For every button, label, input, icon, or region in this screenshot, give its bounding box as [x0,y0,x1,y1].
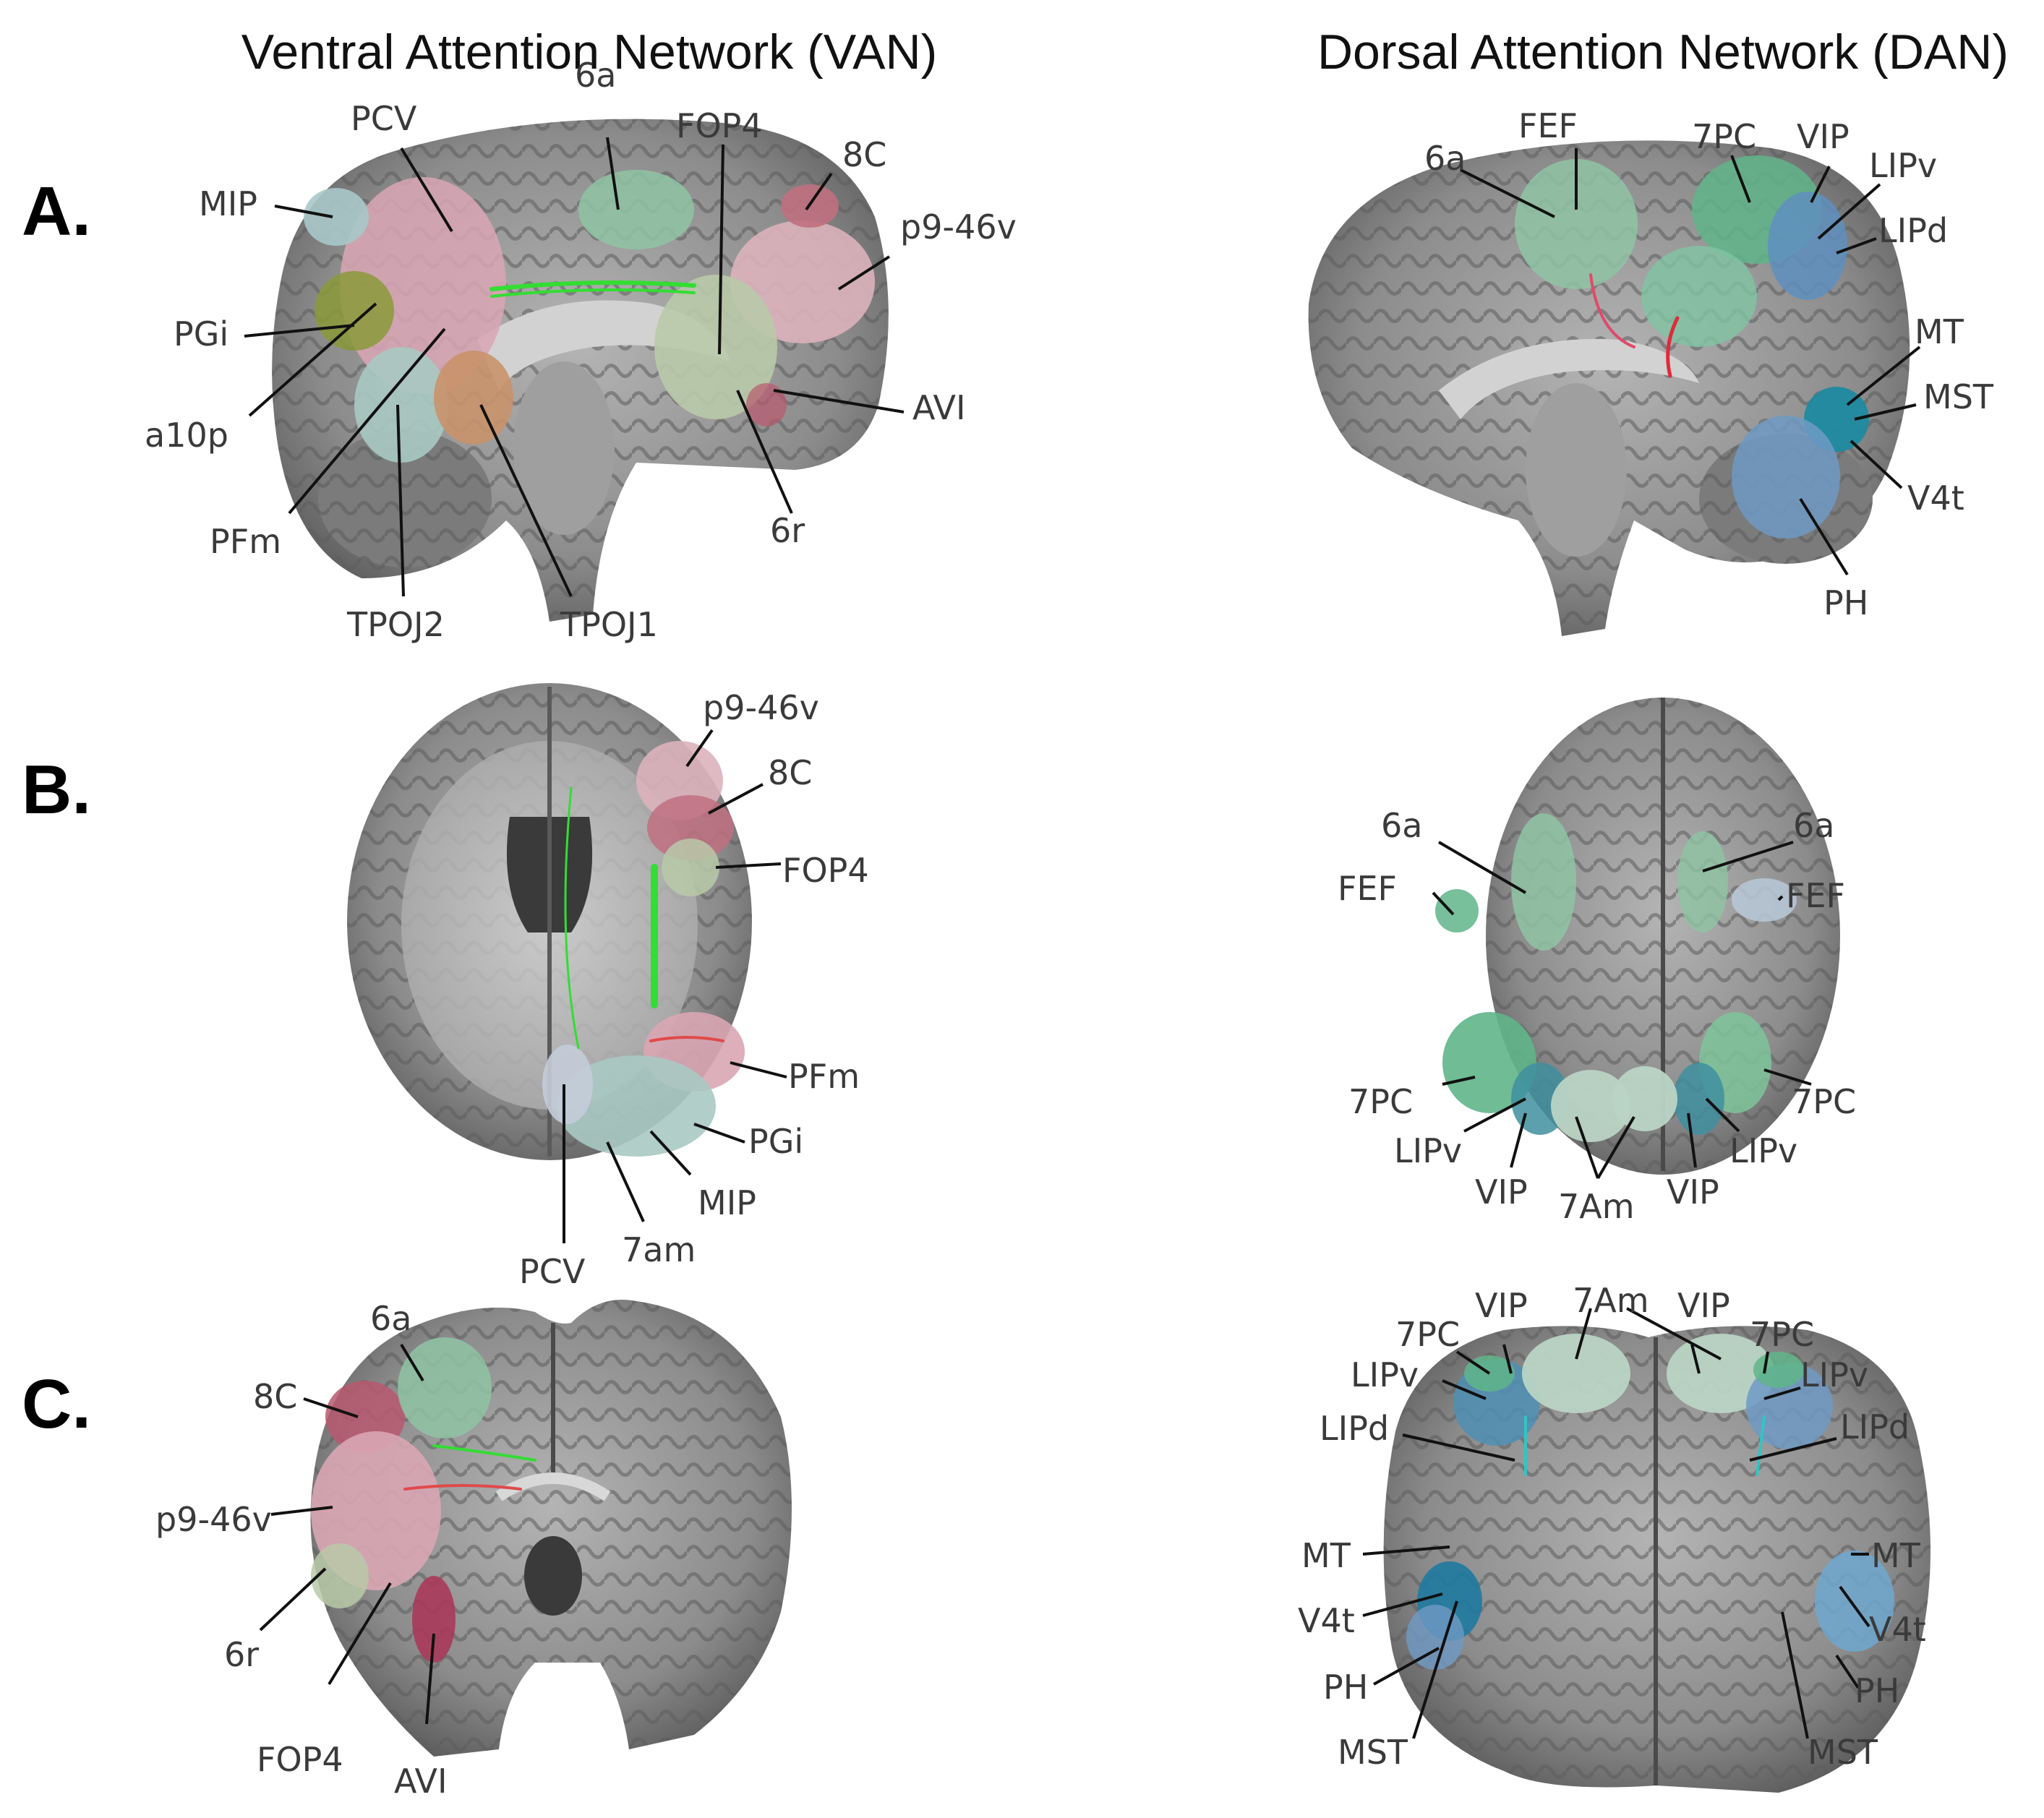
van-axial-leaders [563,729,787,1243]
label-a-van-tpoj2: TPOJ2 [346,605,445,644]
label-b-dan-vip-left: VIP [1475,1172,1528,1212]
label-b-dan-lipv-right: LIPv [1729,1131,1797,1170]
label-c-van-8c: 8C [253,1377,297,1416]
label-c-van-p9-46v: p9-46v [155,1500,272,1539]
label-b-van-mip: MIP [698,1183,756,1222]
label-b-dan-6a-right: 6a [1793,806,1834,845]
label-a-van-6a: 6a [575,56,616,95]
label-c-van-avi: AVI [394,1762,448,1801]
label-a-van-mip: MIP [199,184,257,223]
label-b-van-7am: 7am [622,1230,696,1269]
label-c-dan-ph-left: PH [1323,1668,1368,1707]
label-a-van-tpoj1: TPOJ1 [560,605,658,644]
van-column-title: Ventral Attention Network (VAN) [241,25,938,80]
label-c-van-6a: 6a [370,1299,411,1338]
label-b-van-8c: 8C [768,753,812,792]
label-b-van-pgi: PGi [748,1122,803,1161]
label-a-van-a10p: a10p [145,416,228,455]
dan-sagittal-regions [1515,155,1869,539]
label-c-dan-mst-right: MST [1808,1733,1878,1772]
label-c-van-6r: 6r [224,1635,259,1674]
label-b-van-pfm: PFm [788,1057,860,1096]
label-a-dan-ph: PH [1823,583,1868,622]
label-c-dan-lipv-right: LIPv [1800,1355,1868,1394]
label-b-dan-7am: 7Am [1558,1187,1635,1226]
label-a-van-p9-46v: p9-46v [900,207,1017,246]
label-b-dan-7pc-right: 7PC [1792,1082,1856,1121]
label-a-dan-lipv: LIPv [1869,146,1937,185]
label-b-dan-fef-left: FEF [1338,869,1397,908]
label-b-dan-6a-left: 6a [1381,806,1422,845]
label-c-dan-lipd-left: LIPd [1320,1409,1389,1448]
dan-coronal-labels: 7Am VIP VIP 7PC 7PC LIPv LIPv LIPd LIPd … [1298,1281,1926,1772]
label-a-van-avi: AVI [912,388,966,427]
label-c-dan-ph-right: PH [1855,1671,1899,1710]
label-a-dan-vip: VIP [1797,117,1850,156]
dan-sagittal-labels: 6a FEF 7PC VIP LIPv LIPd MT MST V4t PH [1424,106,1994,622]
label-b-van-pcv: PCV [519,1252,586,1291]
label-a-van-pcv: PCV [351,99,417,138]
van-coronal-leaders [259,1343,435,1725]
label-b-van-p9-46v: p9-46v [703,688,819,727]
label-c-dan-mst-left: MST [1338,1733,1408,1772]
label-a-van-pfm: PFm [210,522,281,561]
label-c-dan-v4t-right: V4t [1869,1610,1926,1649]
dan-column-title: Dorsal Attention Network (DAN) [1317,25,2009,80]
label-c-dan-mt-right: MT [1871,1536,1921,1575]
label-a-dan-v4t: V4t [1907,479,1964,518]
label-c-dan-v4t-left: V4t [1298,1601,1355,1640]
van-axial-labels: p9-46v 8C FOP4 PFm PGi MIP 7am PCV [519,688,869,1291]
label-b-van-fop4: FOP4 [782,851,869,890]
van-sagittal-regions [304,170,875,463]
dan-sagittal-leaders [1460,148,1921,576]
dan-axial-regions [1435,813,1797,1142]
label-c-dan-7pc-right: 7PC [1750,1315,1814,1354]
label-a-dan-mst: MST [1923,377,1994,416]
label-c-dan-vip-left: VIP [1475,1286,1528,1325]
label-c-van-fop4: FOP4 [257,1740,343,1779]
label-b-dan-lipv-left: LIPv [1394,1131,1462,1170]
label-a-dan-mt: MT [1915,312,1964,351]
label-b-dan-fef-right: FEF [1786,876,1845,915]
label-c-dan-7pc-left: 7PC [1395,1315,1460,1354]
row-letter-c: C. [22,1365,91,1443]
label-a-van-8c: 8C [842,135,886,174]
van-sagittal-labels: PCV 6a FOP4 8C MIP p9-46v PGi a10p PFm A… [145,56,1017,644]
label-b-dan-7pc-left: 7PC [1348,1082,1413,1121]
label-a-dan-7pc: 7PC [1692,117,1756,156]
dan-coronal-leaders [1362,1307,1870,1739]
label-c-dan-7am: 7Am [1573,1281,1649,1320]
label-a-dan-6a: 6a [1424,139,1466,178]
label-a-van-fop4: FOP4 [676,106,763,145]
dan-axial-labels: 6a 6a FEF FEF 7PC 7PC LIPv LIPv VIP VIP … [1338,806,1856,1226]
label-c-dan-lipv-left: LIPv [1351,1355,1419,1394]
label-a-van-6r: 6r [770,511,805,550]
row-letter-b: B. [22,751,91,828]
label-b-dan-vip-right: VIP [1667,1172,1719,1212]
label-a-dan-fef: FEF [1518,106,1578,145]
van-sagittal-leaders [244,137,905,597]
label-c-dan-lipd-right: LIPd [1840,1407,1910,1446]
van-coronal-labels: 6a 8C p9-46v 6r FOP4 AVI [155,1299,448,1801]
label-a-van-pgi: PGi [174,314,228,353]
row-letter-a: A. [22,173,91,250]
label-a-dan-lipd: LIPd [1878,211,1948,250]
van-coronal-regions [311,1337,536,1663]
dan-axial-leaders [1432,841,1812,1180]
label-c-dan-mt-left: MT [1301,1536,1351,1575]
label-c-dan-vip-right: VIP [1677,1286,1730,1325]
